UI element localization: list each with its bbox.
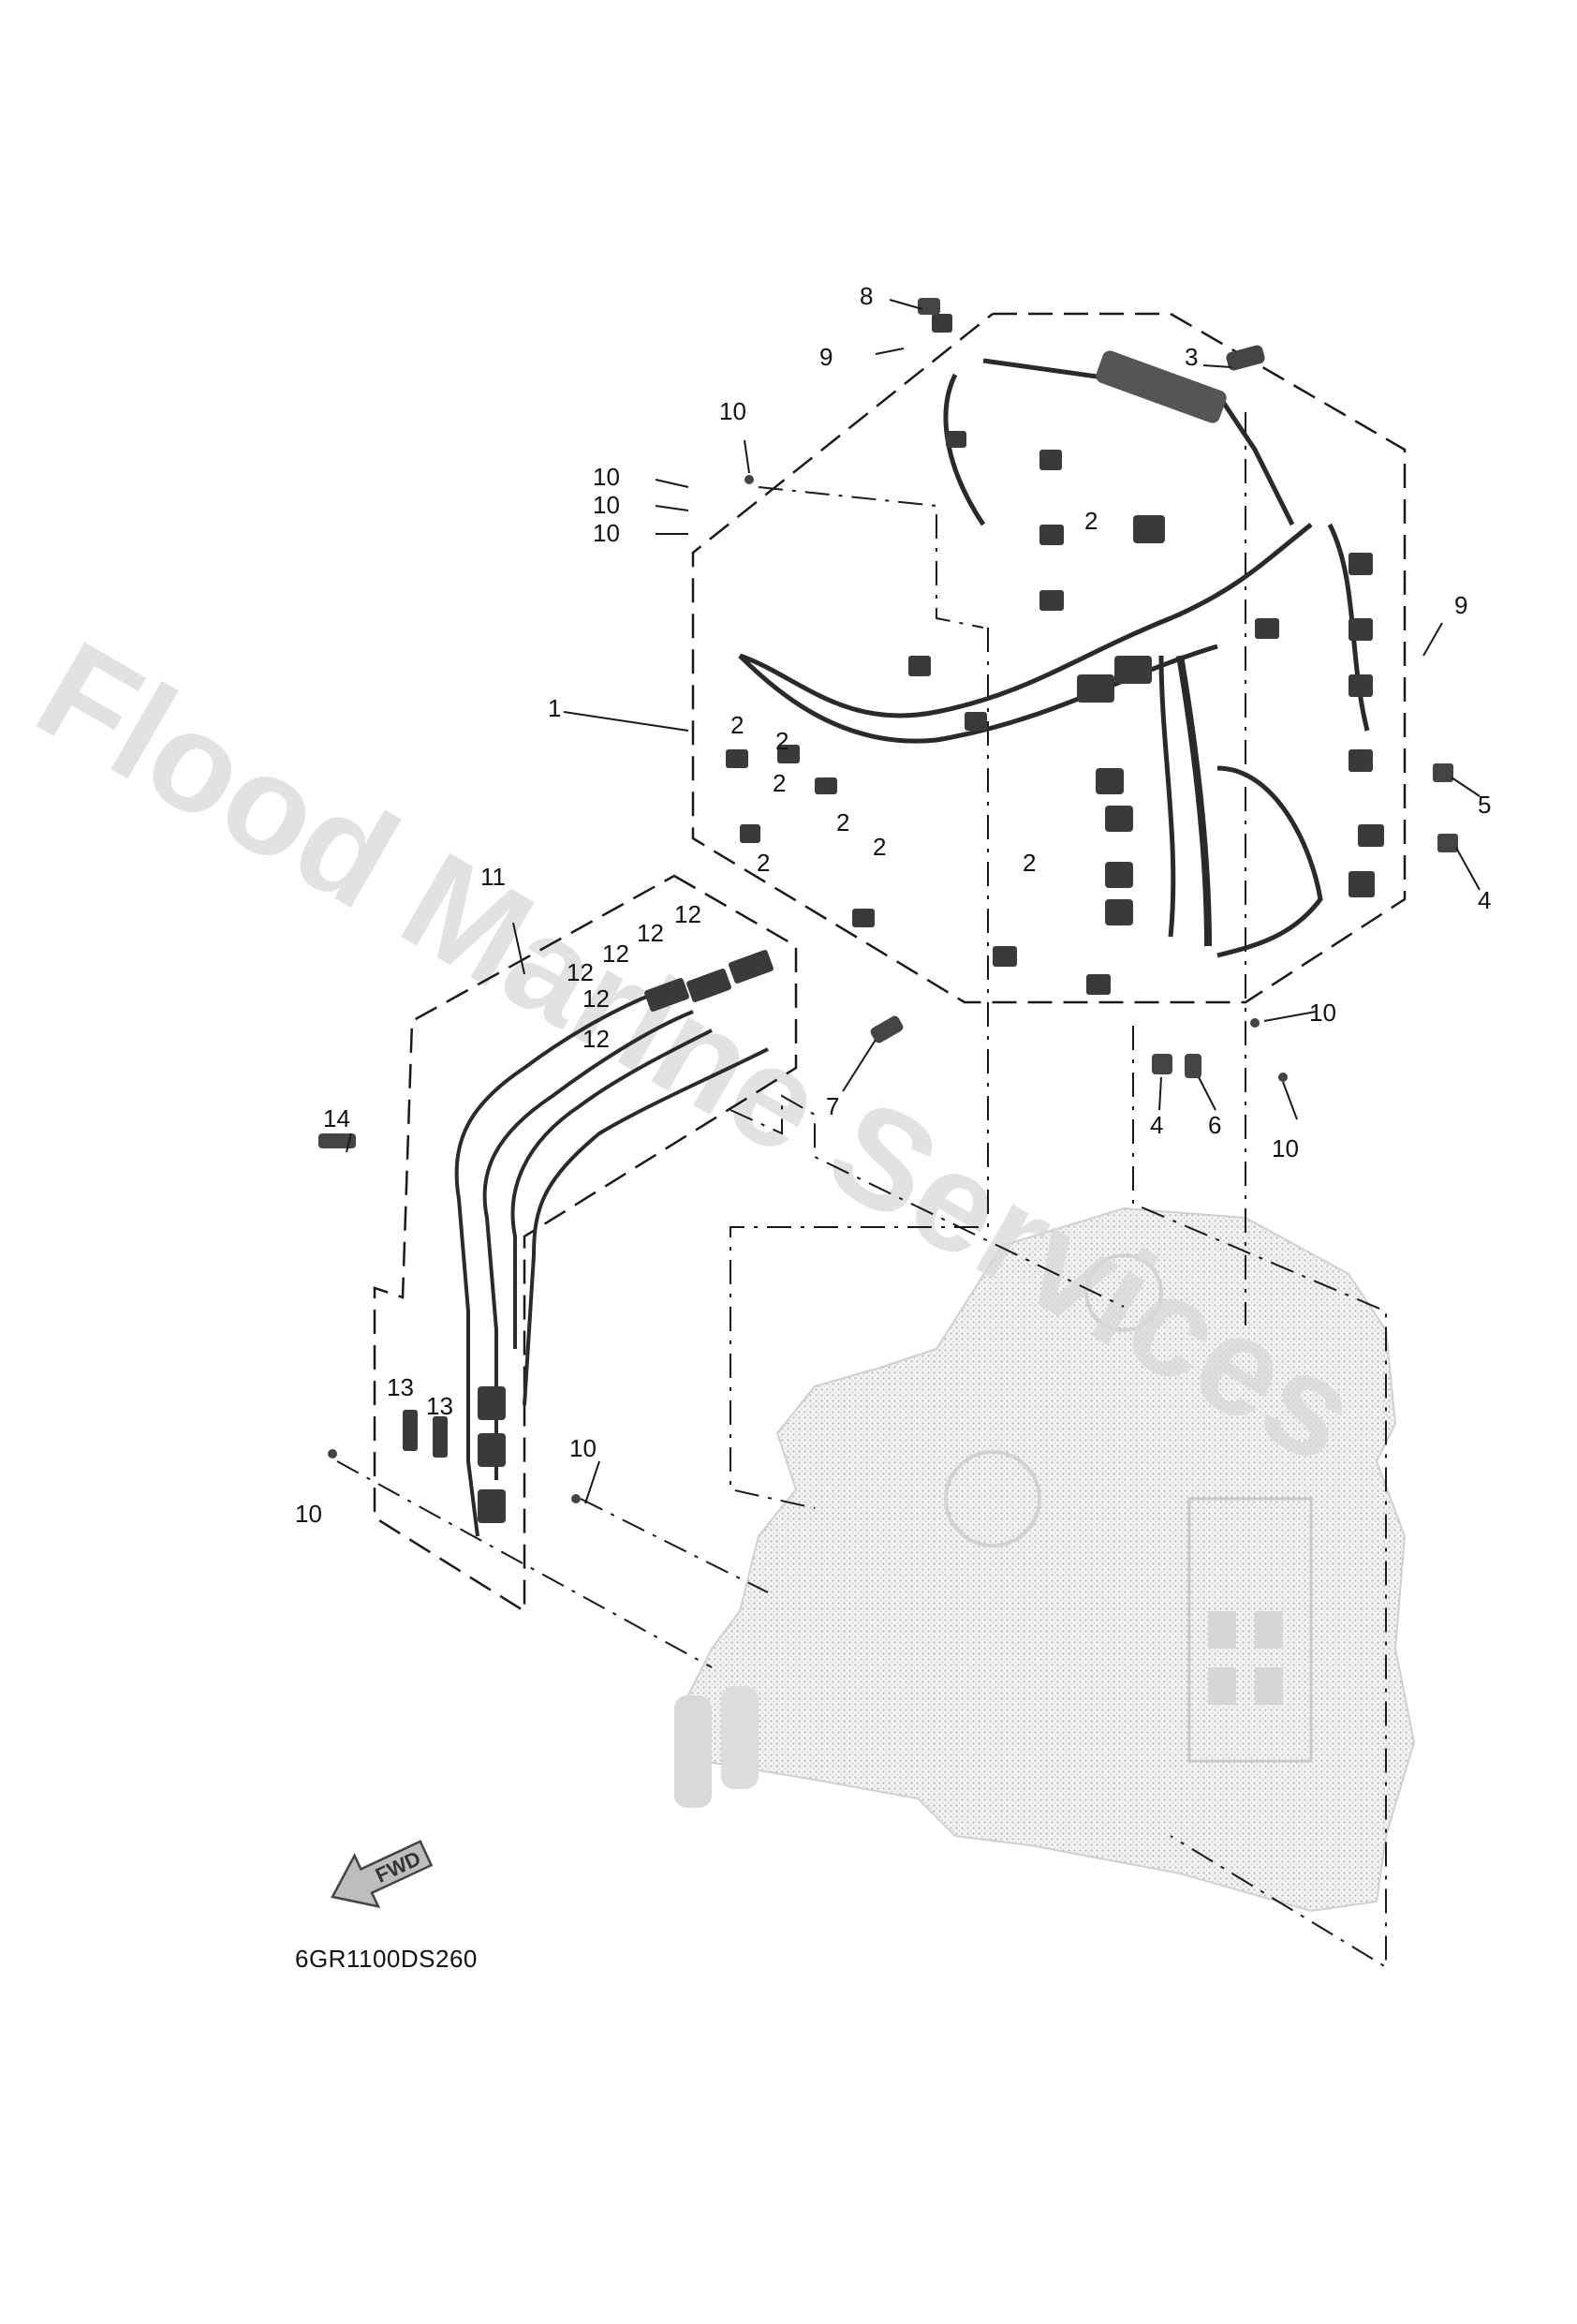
callout-2: 2	[1023, 849, 1036, 877]
callout-2: 2	[757, 849, 770, 877]
harness-connectors	[726, 314, 1384, 995]
leader-group-b	[730, 628, 989, 1509]
callout-3: 3	[1185, 343, 1198, 371]
callout-5: 5	[1478, 791, 1491, 819]
callout-10: 10	[593, 519, 620, 547]
callout-12: 12	[567, 958, 594, 986]
callout-10: 10	[593, 463, 620, 491]
callout-12: 12	[582, 984, 610, 1013]
ignition-coil-connectors	[403, 950, 774, 1523]
callout-12: 12	[602, 940, 629, 968]
callout-2: 2	[773, 769, 786, 797]
callout-10: 10	[719, 397, 746, 425]
callout-9: 9	[1454, 591, 1467, 619]
small-parts	[318, 298, 1458, 1503]
callout-12: 12	[674, 900, 701, 928]
callout-10: 10	[295, 1500, 322, 1528]
callout-13: 13	[387, 1373, 414, 1401]
callout-9: 9	[819, 343, 833, 371]
callout-2: 2	[730, 711, 744, 739]
callout-4: 4	[1478, 886, 1491, 914]
leader-group-a	[730, 1094, 1125, 1308]
callout-2: 2	[873, 833, 886, 861]
callout-1: 1	[548, 694, 561, 722]
callout-10: 10	[569, 1434, 597, 1462]
callouts: 8 9 3 10 10 10 10 2 9 1 2 2 2 2 2 2 2 5 …	[295, 282, 1491, 1528]
callout-6: 6	[1208, 1111, 1221, 1139]
ignition-coil-harness	[454, 991, 769, 1537]
callout-10: 10	[1272, 1134, 1299, 1162]
callout-13: 13	[426, 1392, 453, 1420]
leader-group-e	[758, 486, 984, 629]
callout-2: 2	[836, 808, 849, 836]
callout-2: 2	[775, 727, 788, 755]
callout-4: 4	[1150, 1111, 1163, 1139]
callout-12: 12	[637, 919, 664, 947]
engine-block	[674, 1206, 1416, 1913]
diagram-code: 6GR1100DS260	[295, 1945, 478, 1973]
callout-2: 2	[1084, 507, 1098, 535]
callout-14: 14	[323, 1104, 350, 1132]
callout-11: 11	[480, 863, 506, 891]
leader-group-g	[580, 1498, 769, 1593]
harness-bar	[1096, 350, 1227, 423]
callout-10: 10	[593, 491, 620, 519]
forward-direction-arrow: FWD	[331, 1840, 434, 1909]
callout-7: 7	[826, 1092, 839, 1120]
boundary-ignition-coil	[373, 874, 798, 1614]
callout-8: 8	[860, 282, 873, 310]
watermark: Flood Marine Services	[13, 611, 1383, 1493]
callout-12: 12	[582, 1025, 610, 1053]
leader-group-c	[1132, 1026, 1387, 1969]
callout-10: 10	[1309, 999, 1336, 1027]
leader-lines	[346, 299, 1481, 1504]
boundary-main-harness	[691, 312, 1407, 1004]
main-wire-harness	[738, 358, 1370, 958]
